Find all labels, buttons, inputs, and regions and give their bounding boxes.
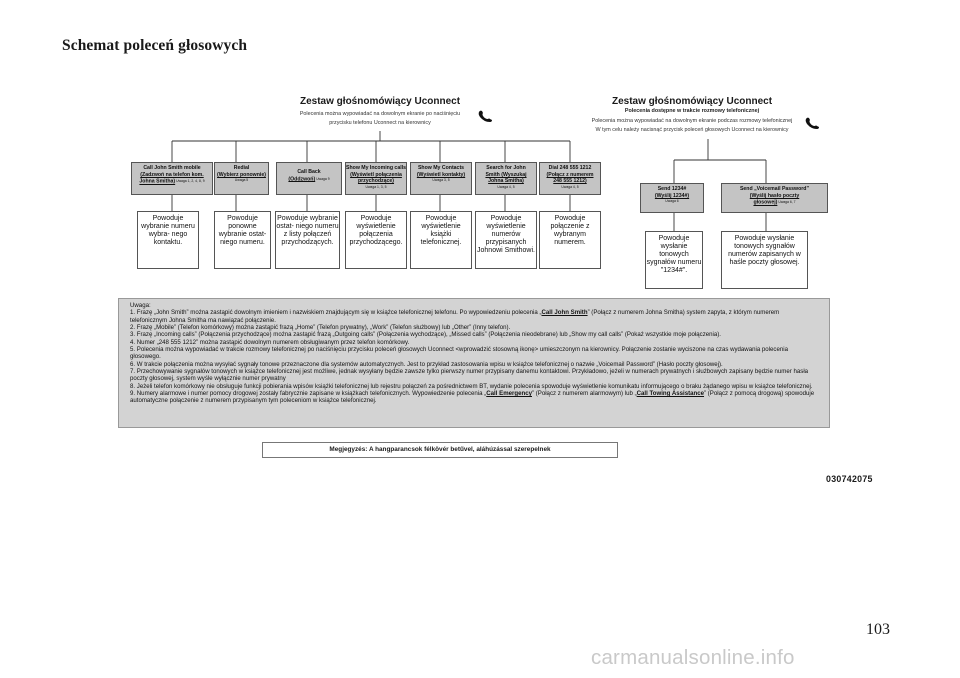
result-box: Powoduje wyświetlenie połączenia przycho… [345,211,407,269]
result-box: Powoduje wyświetlenie numerów przypisany… [475,211,537,269]
note-item: 8. Jeżeli telefon komórkowy nie obsługuj… [130,382,813,390]
result-box: Powoduje wyświetlenie książki telefonicz… [410,211,472,269]
command-note: Uwaga 4, 5 [497,184,515,189]
command-translation: przychodzące) [357,178,395,185]
command-label: Dial 248 555 1212 [548,165,592,171]
result-box: Powoduje ponowne wybranie ostat- niego n… [214,211,271,269]
left-panel-subtitle-2: przycisku telefonu Uconnect na kierownic… [329,120,431,126]
watermark: carmanualsonline.info [591,646,795,669]
command-translation: (Oddzwoń) [288,176,316,183]
command-translation: głosowej) [753,199,778,206]
command-highlight: Call Emergency [486,390,532,398]
command-translation: Smith (Wyszukaj [485,171,527,178]
command-box: Show My Contacts (Wyświetl kontakty) Uwa… [410,162,472,195]
note-item: 4. Numer „248 555 1212” można zastąpić d… [130,338,410,346]
right-panel-title: Zestaw głośnomówiący Uconnect [612,96,773,107]
command-translation: (Zadzwoń na telefon kom. [140,171,204,178]
notes-heading: Uwaga: [130,302,151,309]
note-item: 9. Numery alarmowe i numer pomocy drogow… [130,390,816,405]
result-box: Powoduje wybranie ostat- niego numeru z … [275,211,340,269]
command-box: Dial 248 555 1212 (Połącz z numerem 248 … [539,162,601,195]
right-panel-subtitle-bold: Polecenia dostępne w trakcie rozmowy tel… [624,108,760,114]
result-box: Powoduje połączenie z wybranym numerem. [539,211,601,269]
note-item: 5. Polecenia można wypowiadać w trakcie … [130,346,790,361]
call-command-box: Send „Voicemail Password” (Wyślij hasło … [721,183,828,213]
left-panel-title: Zestaw głośnomówiący Uconnect [300,96,461,107]
command-translation: (Wyświetl kontakty) [416,171,466,178]
command-translation: (Połącz z numerem [546,171,594,178]
note-item: 6. W trakcie połączenia można wysyłać sy… [130,360,723,368]
command-box: Call John Smith mobile (Zadzwoń na telef… [131,162,213,195]
command-translation: (Wybierz ponownie) [217,171,266,178]
command-note: Uwaga 3, 5 [432,178,450,183]
result-box: Powoduje wybranie numeru wybra- nego kon… [137,211,199,269]
command-box: Search for John Smith (Wyszukaj Johna Sm… [475,162,537,195]
command-label: Send „Voicemail Password” [739,186,810,192]
command-translation: Johna Smitha) [139,178,176,185]
command-label: Send 1234# [657,186,687,192]
note-item: 7. Przechowywanie sygnałów tonowych w ks… [130,368,810,383]
command-label: Show My Contacts [417,165,465,171]
command-highlight: Call John Smith [541,309,588,317]
command-note: Uwaga 6 [665,199,679,204]
call-result-box: Powoduje wysłanie tonowych sygnałów nume… [721,231,808,289]
page-number: 103 [866,621,890,638]
command-box: Redial (Wybierz ponownie) Uwaga 5 [214,162,269,195]
right-panel-subtitle-2: W tym celu należy nacisnąć przycisk pole… [595,127,789,133]
phone-icon [805,117,819,129]
command-note: Uwaga 6, 7 [778,200,796,205]
note-item: 3. Frazę „Incoming calls” (Połączenia pr… [130,331,721,339]
phone-icon [478,110,492,122]
command-label: Show My Incoming calls [346,165,406,171]
command-note: Uwaga 1, 3, 5 [365,184,387,189]
command-note: Uwaga 9 [316,176,330,181]
notes-panel: Uwaga: 1. Frazę „John Smith” można zastą… [118,298,830,428]
call-result-box: Powoduje wysłanie tonowych sygnałów nume… [645,231,703,289]
command-box: Show My Incoming calls (Wyświetl połącze… [345,162,407,195]
command-translation: (Wyświetl połączenia [350,171,402,178]
command-note: Uwaga 4, 5 [561,184,579,189]
command-translation: 248 555 1212) [553,178,587,185]
command-translation: (Wyślij hasło poczty [749,192,800,199]
command-label: Search for John [486,165,526,171]
figure-code: 030742075 [826,474,873,484]
footnote: Megjegyzés: A hangparancsok félkövér bet… [262,442,618,458]
command-translation: (Wyślij 1234#) [654,192,690,199]
right-panel-subtitle-1: Polecenia można wypowiadać na dowolnym e… [591,118,793,124]
command-label: Redial [233,165,250,171]
left-panel-subtitle-1: Polecenia można wypowiadać na dowolnym e… [299,111,461,117]
page-title: Schemat poleceń głosowych [62,37,248,54]
call-command-box: Send 1234# (Wyślij 1234#) Uwaga 6 [640,183,704,213]
note-item: 1. Frazę „John Smith” można zastąpić dow… [130,309,781,324]
command-box: Call Back (Oddzwoń)Uwaga 9 [276,162,342,195]
command-translation: Johna Smitha) [488,178,524,185]
command-label: Call John Smith mobile [143,165,201,171]
note-item: 2. Frazę „Mobile” (Telefon komórkowy) mo… [130,324,511,332]
command-highlight: Call Towing Assistance [636,390,705,398]
command-label: Call Back [297,169,321,175]
command-note: Uwaga 1, 2, 4, 8, 9 [176,179,205,184]
command-note: Uwaga 5 [234,178,249,183]
